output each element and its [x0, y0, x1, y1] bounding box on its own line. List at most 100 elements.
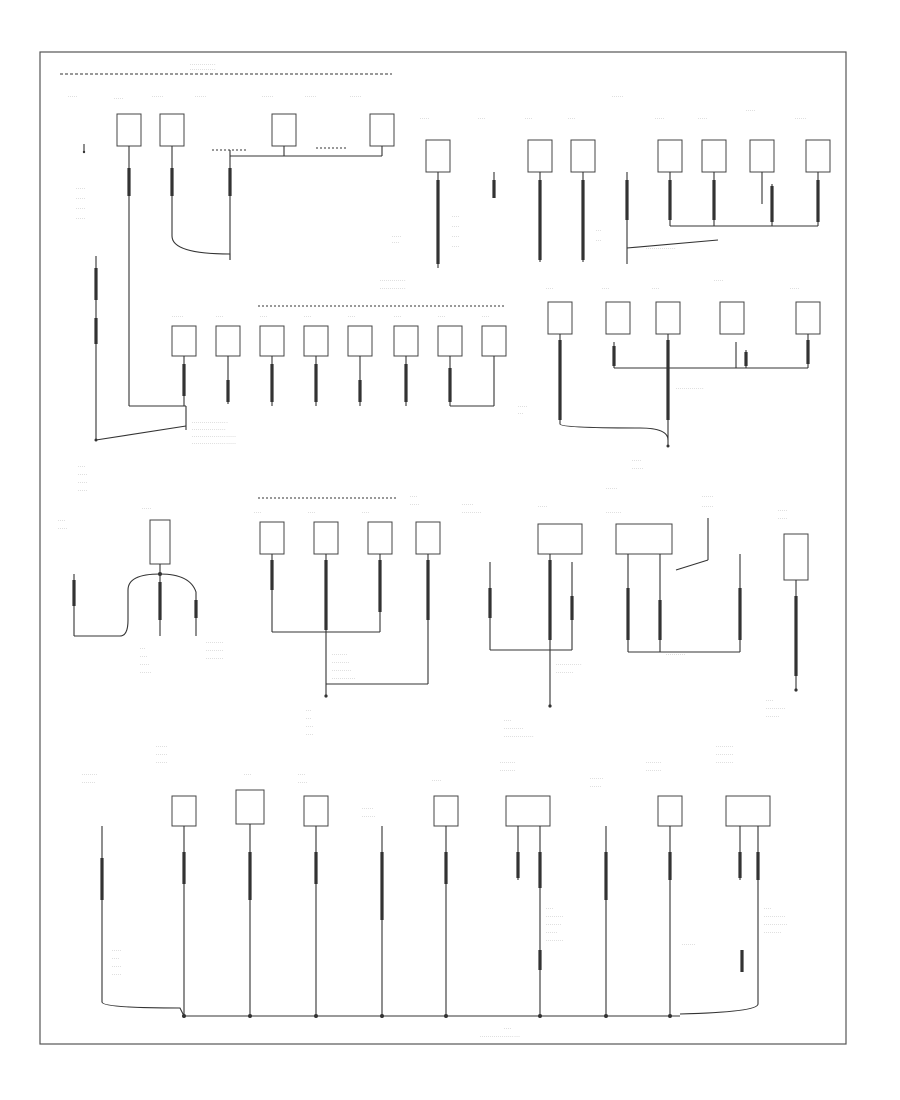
- svg-text:· · · ·: · · · ·: [482, 315, 489, 319]
- svg-text:· · · · · · · ·: · · · · · · · ·: [500, 761, 515, 765]
- row1-right-wiring: · · · · · · · · · · · · · · · · · · · · · ·…: [380, 172, 820, 291]
- svg-text:· · · · ·: · · · · ·: [420, 117, 429, 121]
- component-r4-02: [235, 789, 265, 825]
- row1-left-wiring: · · · · · · · · · · · · · · · · · · · ·: [76, 144, 383, 442]
- svg-text:· · · · · · · · · ·: · · · · · · · · · ·: [766, 707, 785, 711]
- svg-text:· · · · · · · · ·: · · · · · · · · ·: [546, 939, 563, 943]
- svg-text:· · · ·: · · · ·: [602, 287, 609, 291]
- svg-text:· · · · · ·: · · · · · ·: [546, 931, 557, 935]
- svg-text:· · · · · · · · · · ·: · · · · · · · · · · ·: [764, 915, 785, 919]
- svg-text:· · · ·: · · · ·: [58, 519, 65, 523]
- svg-text:· · · · ·: · · · · ·: [112, 973, 121, 977]
- svg-text:· · ·: · · ·: [140, 647, 145, 651]
- component-r1-04: [369, 113, 395, 147]
- svg-text:· · · · · · ·: · · · · · · ·: [682, 943, 695, 947]
- svg-text:· · · · · · · · ·: · · · · · · · · ·: [716, 745, 733, 749]
- svg-text:· · · · · · ·: · · · · · · ·: [766, 715, 779, 719]
- svg-text:· · · · · ·: · · · · · ·: [462, 503, 473, 507]
- svg-text:· · · · ·: · · · · ·: [298, 781, 307, 785]
- svg-text:· · · · · · · · ·: · · · · · · · · ·: [206, 657, 223, 661]
- component-r3-03: [313, 521, 339, 555]
- svg-text:· · · · · · · · ·: · · · · · · · · ·: [764, 931, 781, 935]
- svg-text:· · · ·: · · · ·: [394, 315, 401, 319]
- component-r3-02: [259, 521, 285, 555]
- svg-text:· · · ·: · · · ·: [306, 725, 313, 729]
- svg-text:· · · · · · · · · · · · · · ·: · · · · · · · · · · · · · · ·: [646, 247, 675, 251]
- svg-text:· · · · ·: · · · · ·: [790, 287, 799, 291]
- svg-text:· · · · · · ·: · · · · · · ·: [82, 781, 95, 785]
- svg-text:· · · ·: · · · ·: [308, 511, 315, 515]
- svg-text:· · · · · ·: · · · · · ·: [702, 495, 713, 499]
- component-r3-07: [615, 523, 673, 555]
- component-r3-05: [415, 521, 441, 555]
- svg-text:· · · · · · · · ·: · · · · · · · · ·: [332, 661, 349, 665]
- svg-text:· · · · · ·: · · · · · ·: [156, 761, 167, 765]
- svg-text:· · · ·: · · · ·: [298, 773, 305, 777]
- row1-components: · · · · ·· · · · ·· · · · · · · · · · · …: [68, 95, 831, 173]
- component-r2-10: [605, 301, 631, 335]
- svg-text:· · · · · ·: · · · · · ·: [172, 315, 183, 319]
- row4-wiring: · · · · · · · · · · · · · · · · · · · · · …: [100, 824, 787, 1039]
- svg-text:· · · · · ·: · · · · · ·: [606, 487, 617, 491]
- svg-text:· · · · · ·: · · · · · ·: [152, 95, 163, 99]
- svg-text:· · · · · · · · ·: · · · · · · · · ·: [206, 641, 223, 645]
- svg-text:· · · ·: · · · ·: [452, 245, 459, 249]
- svg-text:· · · · · · · · · ·: · · · · · · · · · ·: [504, 727, 523, 731]
- component-r1-01: [116, 113, 142, 147]
- svg-text:· · · ·: · · · ·: [410, 495, 417, 499]
- svg-text:· · · ·: · · · ·: [504, 1027, 511, 1031]
- svg-text:· · · · · · · · ·: · · · · · · · · ·: [206, 649, 223, 653]
- component-r4-03: [303, 795, 329, 827]
- svg-text:· · · · · ·: · · · · · ·: [156, 745, 167, 749]
- component-r1-09: [701, 139, 727, 173]
- svg-text:· · · · · · · · · ·: · · · · · · · · · ·: [666, 653, 685, 657]
- svg-text:· · · · · · · · · · · · ·: · · · · · · · · · · · · ·: [190, 63, 215, 67]
- svg-text:· · · · · · · · · · · ·: · · · · · · · · · · · ·: [332, 677, 355, 681]
- svg-text:· · · · ·: · · · · ·: [76, 187, 85, 191]
- component-r2-02: [215, 325, 241, 357]
- svg-text:· · · ·: · · · ·: [652, 287, 659, 291]
- svg-text:· · · · ·: · · · · ·: [112, 949, 121, 953]
- component-r2-13: [795, 301, 821, 335]
- top-header-bracket: · · · · · · · · · · · · · · · · · · · · …: [60, 63, 392, 75]
- svg-text:· · · · · ·: · · · · · ·: [140, 671, 151, 675]
- svg-text:· · · · · · · · · · · · ·: · · · · · · · · · · · · ·: [380, 287, 405, 291]
- svg-text:· · · · · · ·: · · · · · · ·: [362, 815, 375, 819]
- component-r2-12: [719, 301, 745, 335]
- component-r3-06: [537, 523, 583, 555]
- component-r2-11: [655, 301, 681, 335]
- component-r1-02: [159, 113, 185, 147]
- svg-text:· · · ·: · · · ·: [260, 315, 267, 319]
- svg-text:· · · ·: · · · ·: [568, 117, 575, 121]
- svg-text:· · · · ·: · · · · ·: [76, 217, 85, 221]
- svg-text:· · · · · · · ·: · · · · · · · ·: [546, 923, 561, 927]
- component-r4-06: [657, 795, 683, 827]
- svg-text:· · · · · · · ·: · · · · · · · ·: [606, 511, 621, 515]
- svg-text:· · · · · · · · ·: · · · · · · · · ·: [546, 915, 563, 919]
- svg-text:· · · ·: · · · ·: [764, 907, 771, 911]
- component-r4-07: [725, 795, 771, 827]
- component-r4-05: [505, 795, 551, 827]
- component-r2-04: [303, 325, 329, 357]
- svg-text:· · · ·: · · · ·: [362, 511, 369, 515]
- row2-wiring: · · · · · · · · · · · · · · · · · · · · …: [78, 334, 810, 493]
- svg-text:· · · ·: · · · ·: [392, 241, 399, 245]
- svg-text:· · · · · ·: · · · · · ·: [795, 117, 806, 121]
- component-r2-03: [259, 325, 285, 357]
- svg-text:· · · ·: · · · ·: [112, 957, 119, 961]
- component-r1-07: [570, 139, 596, 173]
- svg-text:· · · · · · · ·: · · · · · · · ·: [82, 773, 97, 777]
- svg-text:· · · · ·: · · · · ·: [76, 207, 85, 211]
- svg-text:· · · · · · · ·: · · · · · · · ·: [646, 769, 661, 773]
- component-r3-04: [367, 521, 393, 555]
- svg-text:· · · ·: · · · ·: [78, 465, 85, 469]
- component-r1-11: [805, 139, 831, 173]
- svg-text:· · · · · ·: · · · · · ·: [362, 807, 373, 811]
- svg-text:· · · · ·: · · · · ·: [778, 517, 787, 521]
- svg-text:· · · · · ·: · · · · · ·: [350, 95, 361, 99]
- svg-text:· · · ·: · · · ·: [216, 315, 223, 319]
- svg-text:· · · · · ·: · · · · · ·: [195, 95, 206, 99]
- svg-text:· · · · · · · · · · · · ·: · · · · · · · · · · · · ·: [556, 663, 581, 667]
- svg-text:· · · · ·: · · · · ·: [76, 197, 85, 201]
